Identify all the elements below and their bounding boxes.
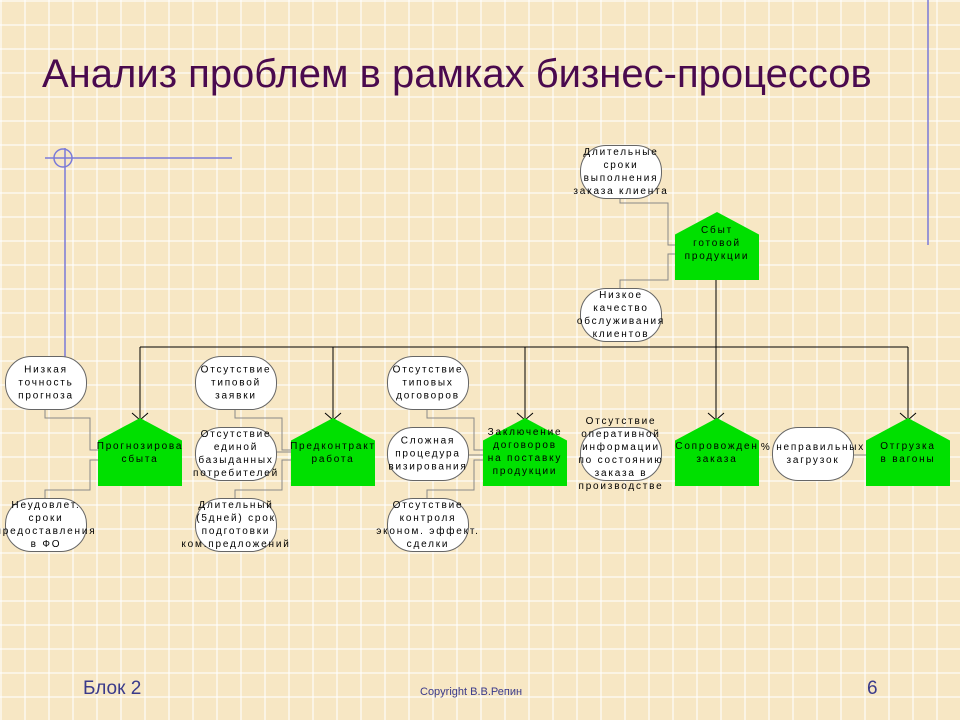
problem-no-template-request[interactable]: Отсутствие типовой заявки [195,356,277,410]
problem-no-template-contracts[interactable]: Отсутствие типовых договоров [387,356,469,410]
process-support[interactable]: Сопровожден заказа [675,418,759,486]
decorative-blue-lines [45,0,929,360]
problem-no-control[interactable]: Отсутствие контроля эконом. эффект. сдел… [376,498,480,552]
slide-title: Анализ проблем в рамках бизнес-процессов [42,52,872,96]
footer-block: Блок 2 [83,678,142,699]
footer-copyright: Copyright В.В.Репин [420,686,523,698]
process-contracts[interactable]: Заключение договоров на поставку продукц… [483,418,567,486]
process-forecast[interactable]: Прогнозирова сбыта [97,418,182,486]
problem-wrong-loads[interactable]: % неправильных загрузок [761,427,863,481]
process-shipping[interactable]: Отгрузка в вагоны [866,418,950,486]
process-precontract[interactable]: Предконтракт работа [290,418,375,486]
problem-low-accuracy[interactable]: Низкая точность прогноза [5,356,87,410]
problem-no-database[interactable]: Отсутствие единой базыданных потребителе… [193,427,279,481]
problem-long-offer[interactable]: Длительный (5дней) срок подготовки ком.п… [181,498,291,552]
process-sales[interactable]: Сбыт готовой продукции [675,212,759,280]
problem-low-quality[interactable]: Низкое качество обслуживания клиентов [576,288,666,342]
problem-complex-approval[interactable]: Сложная процедура визирования [387,427,469,481]
problem-unsatisfactory-terms[interactable]: Неудовлет. сроки предоставления в ФО [0,498,97,552]
problem-no-info[interactable]: Отсутствие оперативной информации по сос… [578,416,664,492]
page-number: 6 [867,678,878,699]
problem-long-terms[interactable]: Длительные сроки выполнения заказа клиен… [573,145,669,199]
